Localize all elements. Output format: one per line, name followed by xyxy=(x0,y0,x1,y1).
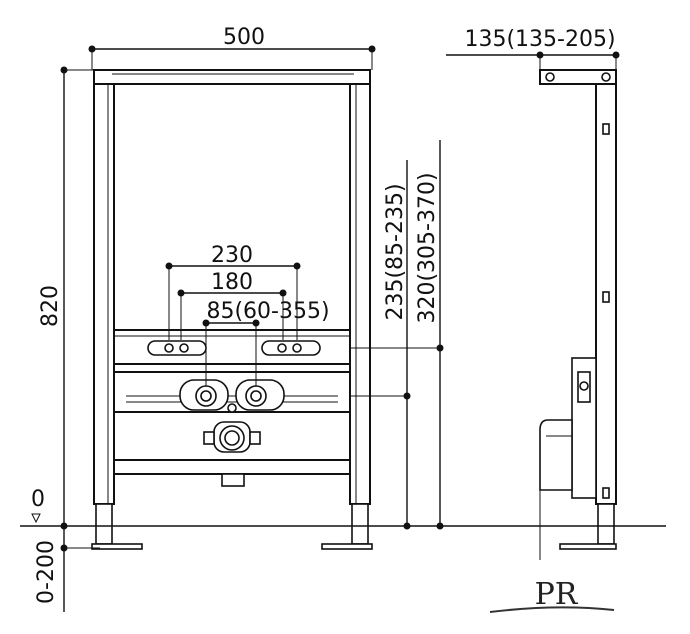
right-slot xyxy=(261,340,321,356)
spacing-inner-label: 85(60-355) xyxy=(206,299,329,324)
logo-text: PR xyxy=(535,577,579,612)
width-label: 500 xyxy=(223,25,265,50)
right-post xyxy=(349,83,371,505)
floor-range-label: 0-200 xyxy=(34,540,59,604)
side-top-bracket xyxy=(539,69,617,85)
left-post xyxy=(93,83,115,505)
brand-logo: PR xyxy=(489,577,615,613)
left-foot xyxy=(91,543,143,550)
spacing-outer-label: 230 xyxy=(211,243,253,268)
side-drain-elbow xyxy=(539,419,573,491)
right-leg xyxy=(351,503,369,545)
spacing-middle-label: 180 xyxy=(211,270,253,295)
depth-label: 135(135-205) xyxy=(464,27,615,52)
dimension-lines xyxy=(31,45,620,612)
lower-rail xyxy=(113,459,351,475)
floor-zero-label: 0 xyxy=(31,487,45,512)
height-label: 820 xyxy=(38,285,63,327)
top-rail xyxy=(93,69,371,85)
side-leg xyxy=(597,503,615,545)
right-foot xyxy=(321,543,373,550)
drain-height-label: 320(305-370) xyxy=(415,172,440,323)
side-view xyxy=(539,69,617,550)
side-foot xyxy=(559,543,617,550)
connection-height-label: 235(85-235) xyxy=(383,183,408,320)
left-leg xyxy=(95,503,113,545)
front-view xyxy=(91,69,373,550)
left-slot xyxy=(147,340,207,356)
